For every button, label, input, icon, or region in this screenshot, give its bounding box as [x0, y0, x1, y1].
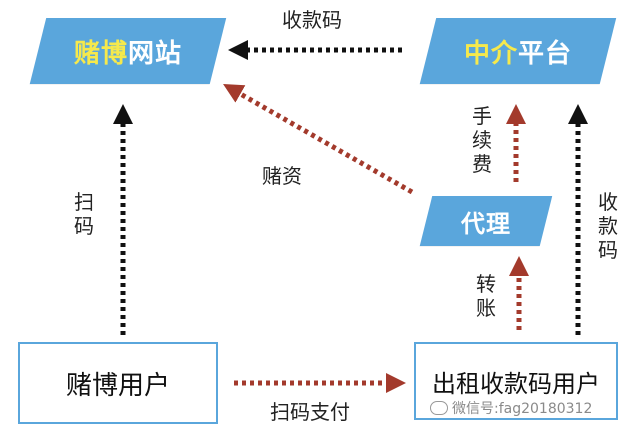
arrow-funds: [223, 84, 414, 195]
label-scan: 扫码: [74, 190, 94, 238]
wechat-icon: [430, 401, 448, 415]
code-renter-label: 出租收款码用户: [432, 370, 600, 398]
gambling-site-highlight: 赌博: [73, 38, 128, 69]
node-intermediary: 中介平台: [419, 18, 617, 84]
gambling-site-rest: 网站: [128, 38, 183, 69]
agent-label: 代理: [461, 209, 511, 238]
label-fee: 手续费: [472, 104, 492, 176]
node-gambler: 赌博用户: [18, 342, 218, 424]
intermediary-highlight: 中介: [463, 38, 518, 69]
watermark: 微信号:fag20180312: [430, 398, 592, 418]
gambler-label: 赌博用户: [65, 370, 170, 401]
label-code-up: 收款码: [598, 190, 618, 262]
label-scan-pay: 扫码支付: [270, 400, 350, 424]
label-code-to-site: 收款码: [282, 8, 342, 32]
intermediary-rest: 平台: [518, 38, 573, 69]
node-gambling-site: 赌博网站: [29, 18, 227, 84]
node-code-renter: 出租收款码用户: [414, 342, 618, 420]
node-agent: 代理: [419, 196, 553, 246]
watermark-text: 微信号:fag20180312: [452, 401, 593, 417]
label-funds: 赌资: [262, 164, 302, 188]
label-transfer: 转账: [476, 272, 496, 320]
